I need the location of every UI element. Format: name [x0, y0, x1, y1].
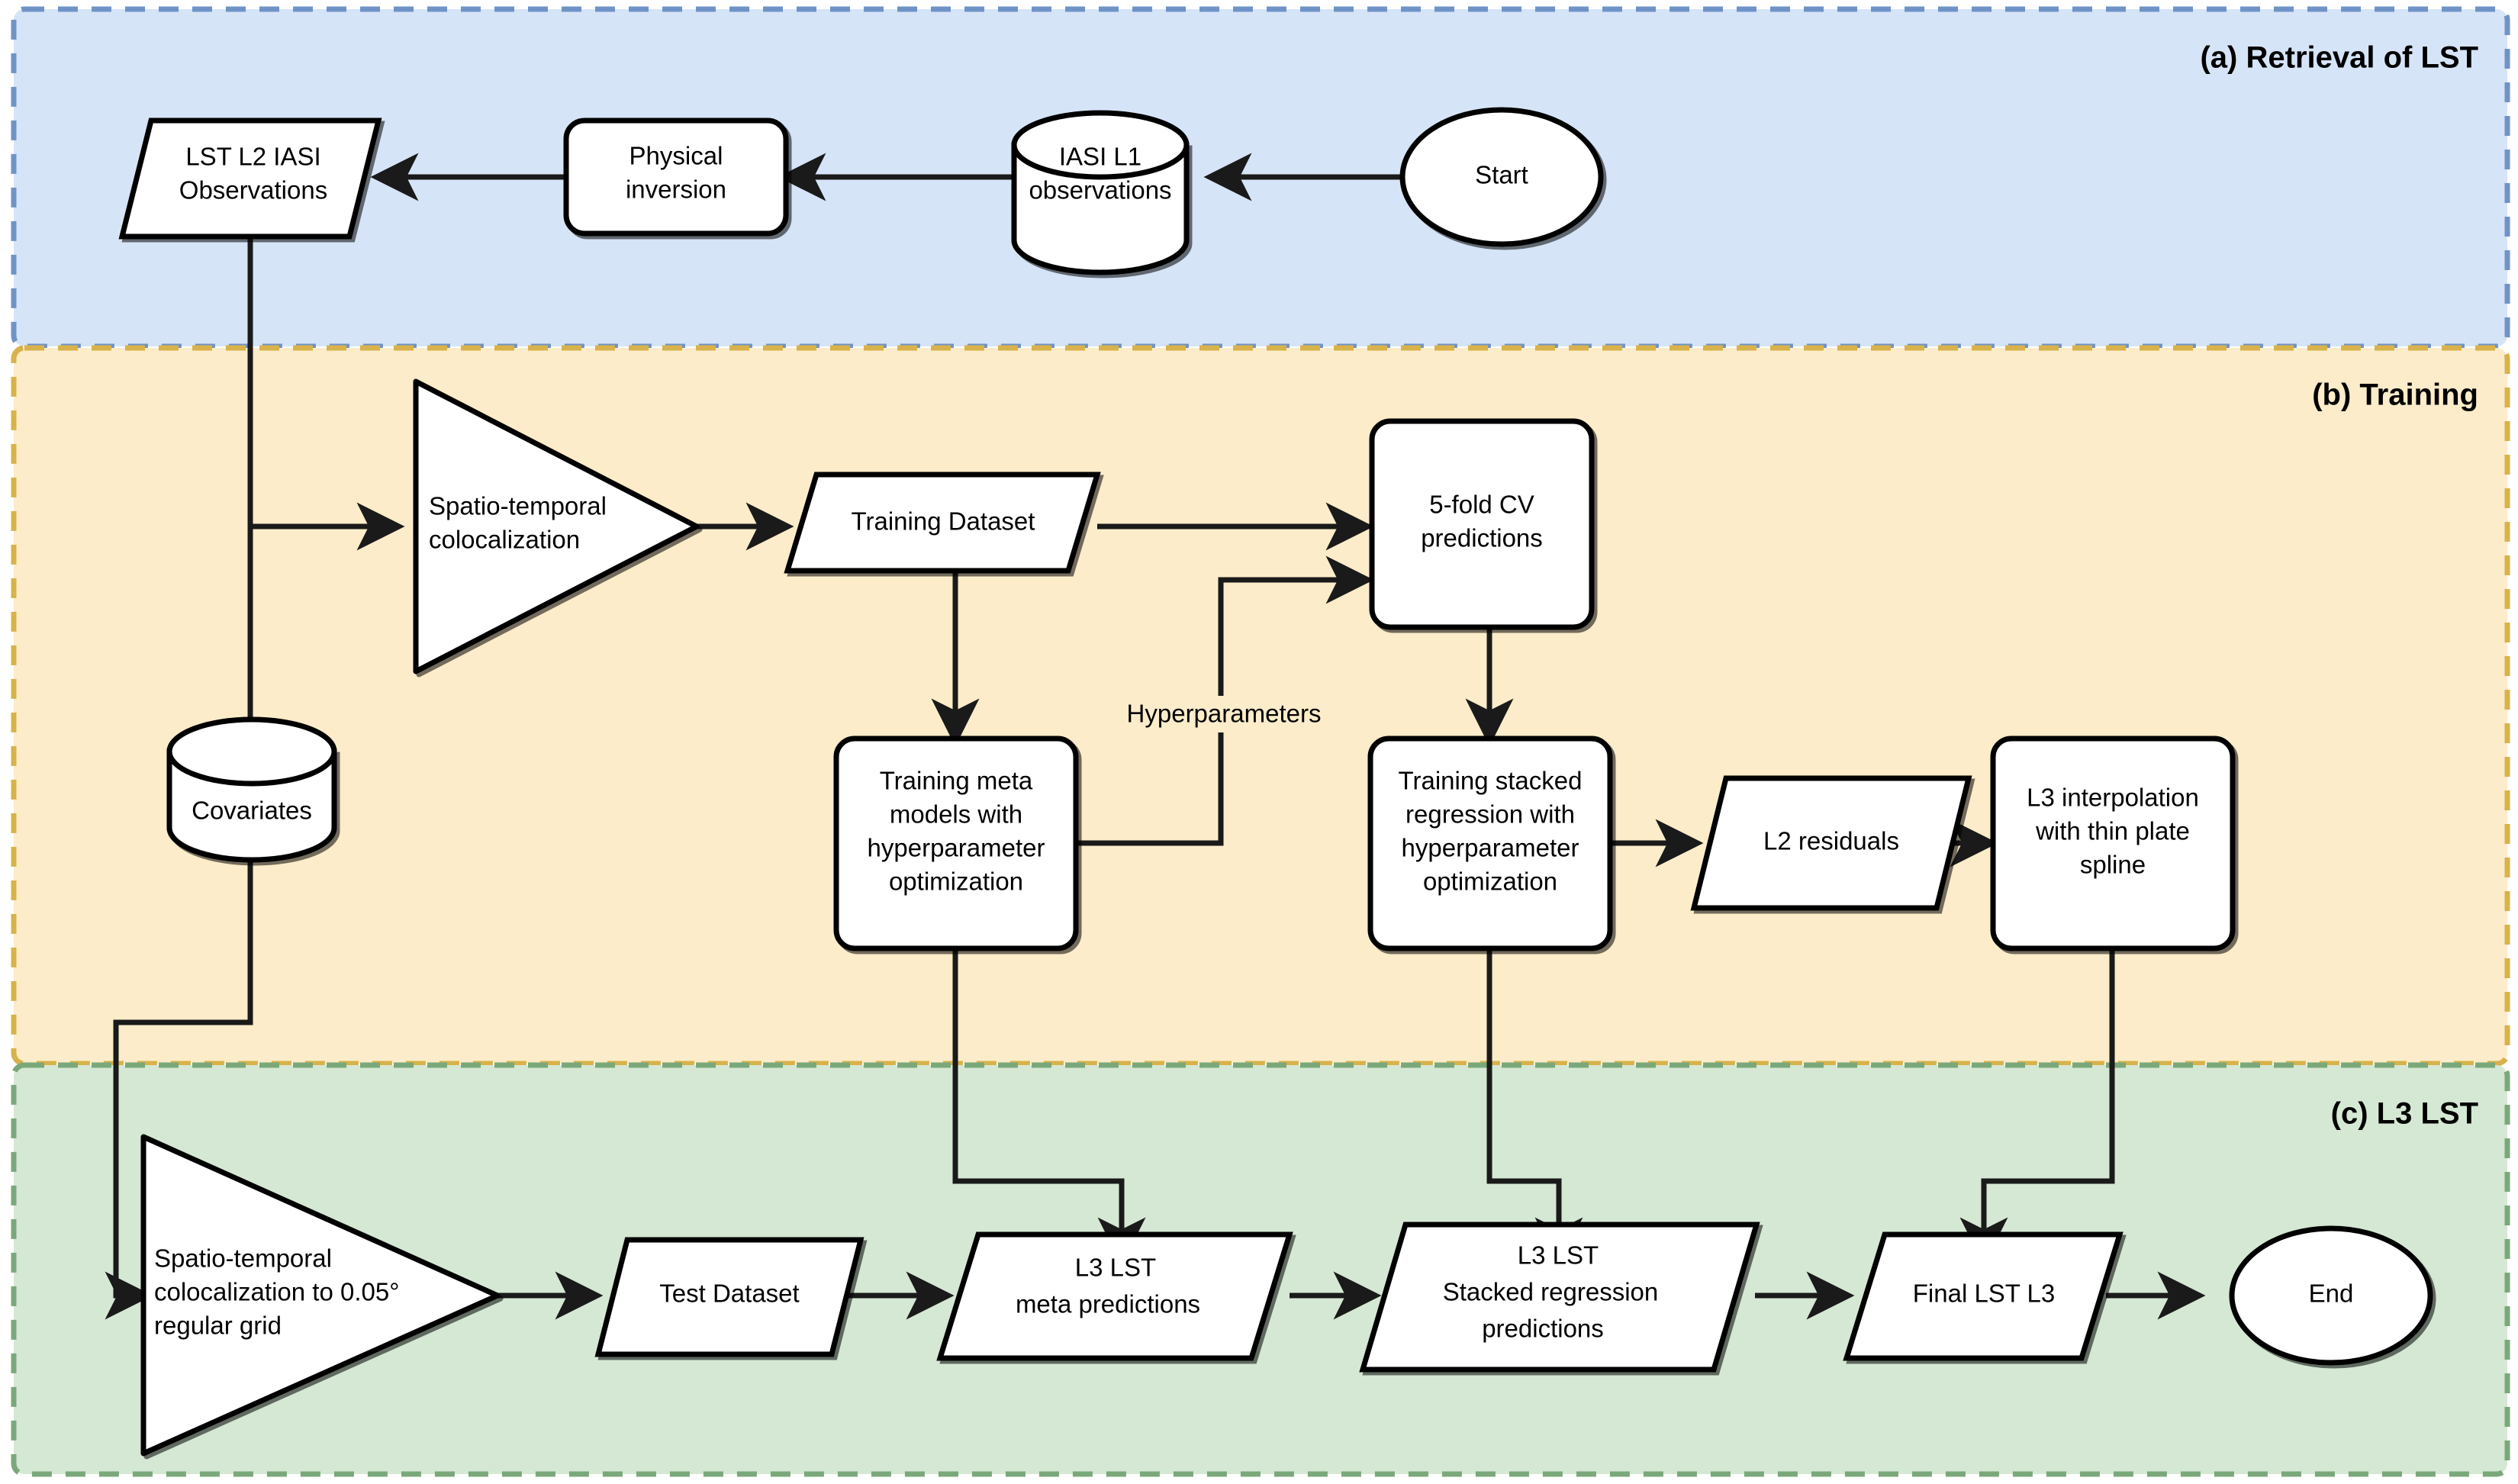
node-end-label: End: [2309, 1280, 2354, 1308]
hyperparameters-label: Hyperparameters: [1127, 700, 1322, 728]
node-test-dataset[interactable]: Test Dataset: [594, 1237, 865, 1357]
node-lst-l2-line1: LST L2 IASI: [185, 143, 320, 171]
edge-label-hyperparameters: Hyperparameters: [1105, 696, 1343, 732]
node-l3meta-line2: meta predictions: [1016, 1290, 1200, 1318]
panel-c-label: (c) L3 LST: [2331, 1097, 2478, 1131]
node-physical-inversion-line2: inversion: [626, 175, 726, 204]
node-training-meta-models[interactable]: Training meta models with hyperparameter…: [833, 736, 1079, 951]
node-cv-line2: predictions: [1421, 524, 1543, 552]
node-meta-line3: hyperparameter: [868, 834, 1045, 862]
node-l3stacked-line3: predictions: [1482, 1315, 1604, 1343]
node-physical-inversion-line1: Physical: [630, 142, 723, 170]
panel-b-label: (b) Training: [2312, 378, 2478, 412]
node-gridcoloc-line1: Spatio-temporal: [154, 1244, 332, 1273]
node-stacked-line2: regression with: [1406, 800, 1575, 829]
node-final-lst-l3[interactable]: Final LST L3: [1843, 1231, 2124, 1361]
node-meta-line1: Training meta: [880, 767, 1033, 795]
node-iasi-l1-line1: IASI L1: [1059, 143, 1141, 171]
edge-meta-to-l3meta: [952, 948, 1146, 1266]
node-gridcoloc-line2: colocalization to 0.05°: [154, 1278, 399, 1306]
node-interp-line2: with thin plate: [2035, 817, 2190, 845]
node-l3-lst-meta-predictions[interactable]: L3 LST meta predictions: [936, 1231, 1293, 1361]
node-physical-inversion[interactable]: Physical inversion: [563, 117, 789, 237]
node-colocalization-line1: Spatio-temporal: [429, 492, 607, 520]
node-stacked-line4: optimization: [1423, 868, 1557, 896]
edge-stacked-to-l3stacked: [1486, 948, 1583, 1266]
edge-layer: [105, 153, 2206, 1320]
node-training-stacked-regression[interactable]: Training stacked regression with hyperpa…: [1367, 736, 1613, 951]
node-l3stacked-line1: L3 LST: [1518, 1241, 1599, 1270]
node-interp-line3: spline: [2080, 851, 2146, 879]
node-lst-l2-iasi-observations[interactable]: LST L2 IASI Observations: [118, 117, 382, 240]
node-cv-line1: 5-fold CV: [1429, 491, 1534, 519]
node-meta-line2: models with: [890, 800, 1022, 829]
node-covariates[interactable]: Covariates: [166, 716, 337, 863]
node-stacked-line1: Training stacked: [1399, 767, 1583, 795]
node-l3meta-line1: L3 LST: [1075, 1254, 1156, 1282]
node-gridcoloc-line3: regular grid: [154, 1312, 282, 1340]
node-stacked-line3: hyperparameter: [1402, 834, 1579, 862]
node-lst-l2-line2: Observations: [179, 176, 327, 204]
node-training-dataset[interactable]: Training Dataset: [784, 472, 1101, 574]
edge-interpolation-to-final: [1959, 948, 2115, 1266]
node-colocalization-line2: colocalization: [429, 526, 580, 554]
node-training-dataset-label: Training Dataset: [852, 507, 1035, 536]
node-l2-residuals-label: L2 residuals: [1763, 827, 1899, 855]
node-final-lst-l3-label: Final LST L3: [1913, 1280, 2056, 1308]
node-covariates-label: Covariates: [192, 797, 312, 825]
node-start-label: Start: [1475, 161, 1528, 189]
node-5-fold-cv-predictions[interactable]: 5-fold CV predictions: [1369, 418, 1595, 630]
node-test-dataset-label: Test Dataset: [659, 1280, 799, 1308]
node-spatio-temporal-colocalization[interactable]: Spatio-temporal colocalization: [413, 378, 700, 674]
edge-covariates-to-gridcoloc: [105, 862, 253, 1320]
node-start[interactable]: Start: [1399, 107, 1604, 247]
node-l2-residuals[interactable]: L2 residuals: [1690, 775, 1972, 911]
node-iasi-l1-observations[interactable]: IASI L1 observations: [1011, 110, 1190, 275]
node-l3-lst-stacked-predictions[interactable]: L3 LST Stacked regression predictions: [1359, 1222, 1760, 1373]
node-l3stacked-line2: Stacked regression: [1443, 1278, 1658, 1306]
node-end[interactable]: End: [2229, 1225, 2433, 1366]
node-l3-interpolation[interactable]: L3 interpolation with thin plate spline: [1990, 736, 2236, 951]
node-interp-line1: L3 interpolation: [2027, 784, 2199, 812]
panel-a-label: (a) Retrieval of LST: [2200, 41, 2478, 75]
node-iasi-l1-line2: observations: [1029, 176, 1171, 204]
node-meta-line4: optimization: [889, 868, 1023, 896]
node-spatio-temporal-colocalization-grid[interactable]: Spatio-temporal colocalization to 0.05° …: [140, 1134, 501, 1457]
